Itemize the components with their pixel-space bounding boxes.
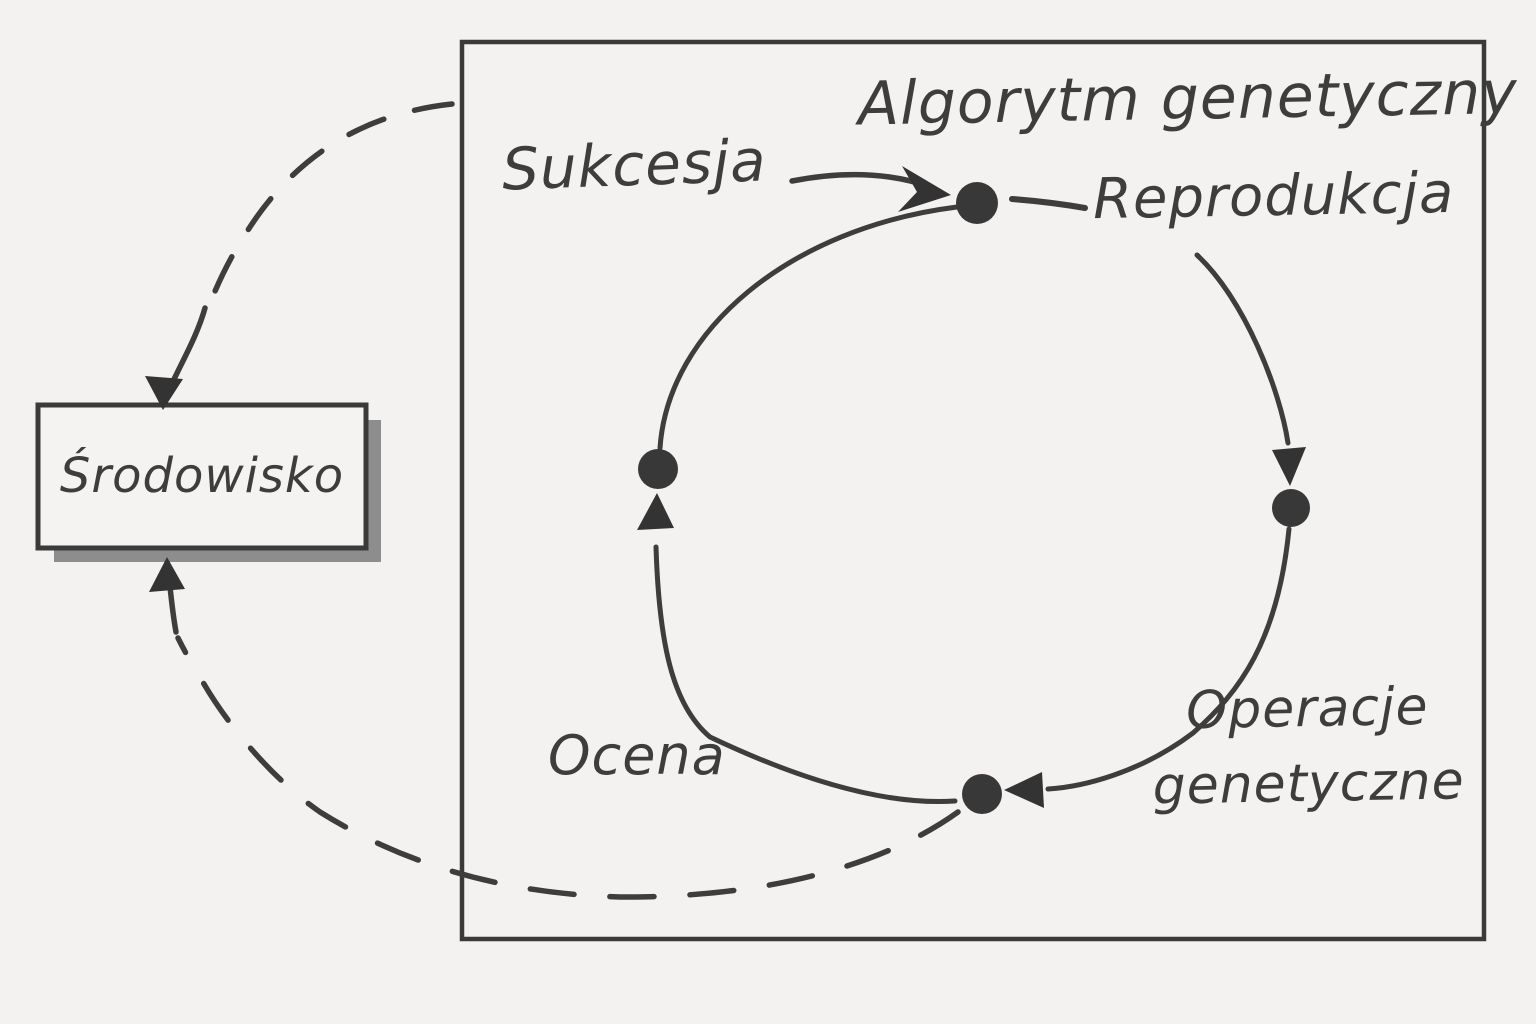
evaluation-label: Ocena xyxy=(548,724,726,787)
environment-box xyxy=(35,402,369,551)
arrowhead-into-succession-icon xyxy=(637,493,674,530)
arc-succession-to-reproduction xyxy=(657,204,960,451)
arrowhead-into-evaluation-icon xyxy=(1004,772,1044,808)
environment-label: Środowisko xyxy=(59,448,345,505)
arc-genetic-operations-to-evaluation xyxy=(1045,526,1292,792)
arc-evaluation-to-succession xyxy=(653,544,958,805)
dashed-link-top xyxy=(208,101,455,304)
reproduction-label: Reprodukcja xyxy=(1092,160,1455,233)
arc-reproduction-to-genetic-operations xyxy=(1194,252,1291,446)
genetic-operations-label-line2: genetyczne xyxy=(1152,751,1466,818)
genetic-operations-label-line1: Operacje xyxy=(1185,676,1429,742)
succession-label: Sukcesja xyxy=(500,126,768,204)
reproduction-label-tick xyxy=(1009,196,1088,211)
arrowhead-into-environment-bottom-icon xyxy=(149,557,185,592)
succession-arrow-shaft xyxy=(789,171,931,189)
evaluation-node xyxy=(962,774,1002,814)
dashed-link-bottom xyxy=(175,635,961,900)
arrowhead-into-environment-top-icon xyxy=(145,376,183,410)
genetic-operations-node xyxy=(1272,489,1310,527)
succession-arrowhead-icon xyxy=(898,166,951,212)
arrowhead-into-genetic-operations-icon xyxy=(1272,447,1306,486)
succession-node xyxy=(638,449,678,489)
genetic-operations-label: Operacje genetyczne xyxy=(1147,669,1470,825)
algorithm-box xyxy=(459,39,1487,942)
reproduction-node xyxy=(956,182,998,224)
diagram-title: Algorytm genetyczny xyxy=(857,57,1519,140)
